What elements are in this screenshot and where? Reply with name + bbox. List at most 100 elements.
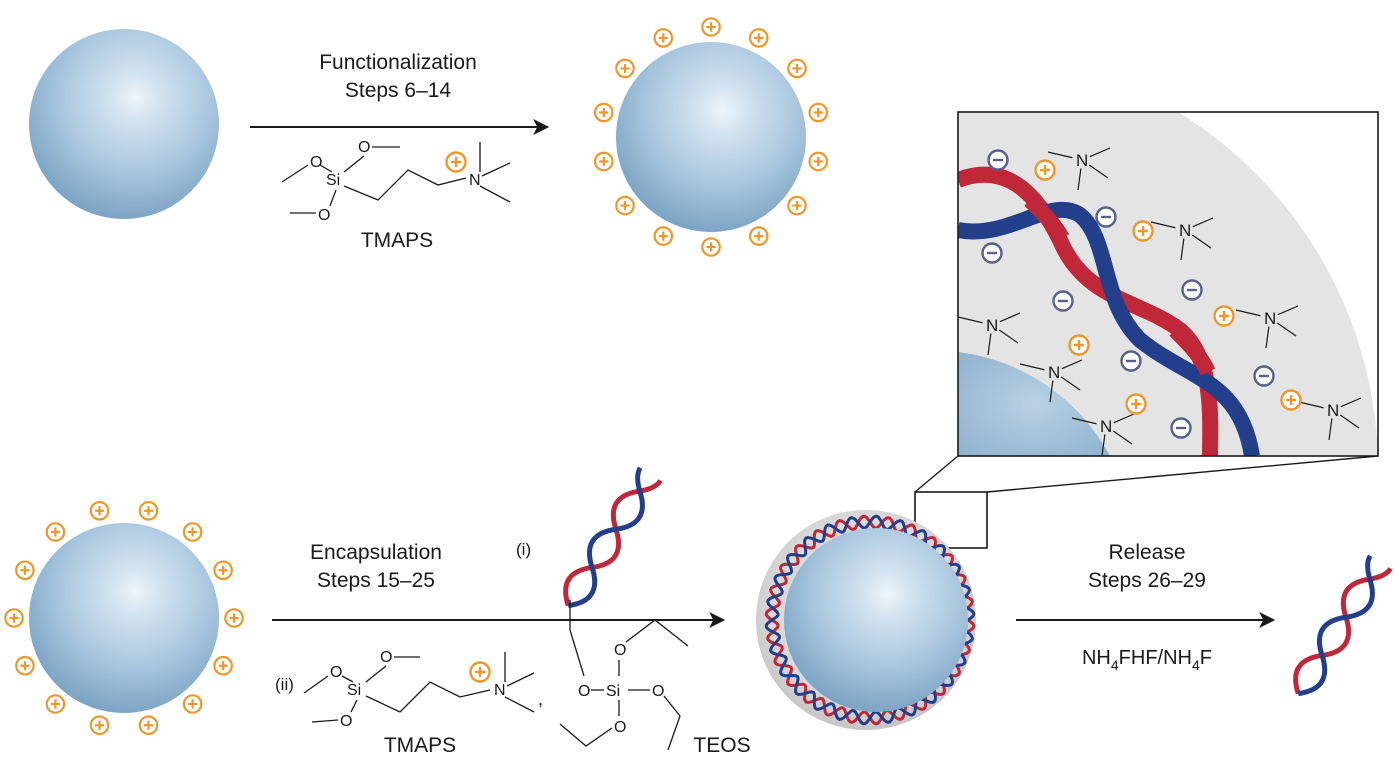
plus-charge-icon bbox=[787, 195, 807, 216]
plus-charge-icon bbox=[1280, 389, 1302, 411]
plus-charge-icon bbox=[748, 28, 769, 48]
bare-nanoparticle bbox=[29, 29, 219, 219]
plus-charge-icon bbox=[224, 608, 244, 628]
methyl-bond bbox=[1061, 359, 1083, 370]
minus-charge-icon bbox=[1120, 350, 1142, 372]
plus-charge-icon bbox=[138, 500, 159, 521]
tmaps-label-bottom: TMAPS bbox=[384, 734, 456, 757]
methyl-bond bbox=[1265, 326, 1270, 349]
methyl-bond bbox=[958, 316, 983, 324]
minus-charge-icon bbox=[1052, 290, 1074, 312]
minus-charge-icon bbox=[1181, 279, 1203, 301]
encapsulated-nanoparticle bbox=[756, 510, 976, 730]
methyl-bond bbox=[1191, 234, 1212, 249]
svg-text:O: O bbox=[578, 683, 590, 700]
plus-charge-icon bbox=[89, 500, 110, 521]
methyl-bond bbox=[987, 333, 992, 356]
svg-text:Si: Si bbox=[606, 683, 620, 700]
methyl-bond bbox=[1060, 376, 1081, 391]
tmaps-charge-icon bbox=[445, 151, 467, 173]
functionalized-nanoparticle bbox=[616, 42, 806, 232]
methyl-bond bbox=[1276, 322, 1297, 337]
methyl-bond bbox=[999, 312, 1021, 323]
svg-text:O: O bbox=[614, 719, 626, 736]
ammonium-nitrogen: N bbox=[1076, 151, 1088, 170]
methyl-bond bbox=[1071, 417, 1097, 425]
teos-label: TEOS bbox=[693, 734, 750, 757]
plus-charge-icon bbox=[213, 560, 233, 581]
functionalization-title: Functionalization bbox=[319, 51, 477, 74]
plus-charge-icon bbox=[4, 608, 24, 628]
plus-charge-icon bbox=[808, 151, 829, 172]
ammonium-nitrogen: N bbox=[1264, 309, 1276, 328]
svg-text:O: O bbox=[358, 139, 370, 156]
plus-charge-icon bbox=[1034, 159, 1056, 181]
plus-charge-icon bbox=[1132, 220, 1154, 242]
plus-charge-icon bbox=[182, 522, 203, 542]
methyl-bond bbox=[1180, 238, 1185, 261]
plus-charge-icon bbox=[593, 102, 614, 123]
ammonium-nitrogen: N bbox=[1048, 363, 1060, 382]
release-title: Release bbox=[1108, 541, 1185, 564]
methyl-bond bbox=[1150, 221, 1176, 229]
methyl-bond bbox=[1089, 147, 1111, 158]
svg-text:O: O bbox=[380, 649, 392, 666]
methyl-bond bbox=[1101, 434, 1106, 456]
charged-nanoparticle-bottom bbox=[29, 523, 219, 713]
zoom-dna-blue-strand bbox=[958, 201, 1260, 456]
ammonium-nitrogen: N bbox=[1179, 221, 1191, 240]
svg-text:,: , bbox=[538, 689, 543, 709]
plus-charge-icon bbox=[653, 226, 674, 246]
minus-charge-icon bbox=[1170, 417, 1192, 439]
plus-charge-icon bbox=[182, 694, 203, 714]
methyl-bond bbox=[1113, 413, 1135, 424]
svg-text:Si: Si bbox=[347, 682, 361, 699]
encapsulation-steps: Steps 15–25 bbox=[317, 569, 435, 592]
minus-charge-icon bbox=[1095, 206, 1117, 228]
svg-text:O: O bbox=[310, 154, 322, 171]
release-steps: Steps 26–29 bbox=[1088, 569, 1206, 592]
plus-charge-icon bbox=[615, 195, 635, 216]
svg-text:N: N bbox=[469, 172, 481, 189]
methyl-bond bbox=[1077, 168, 1082, 191]
released-dna-icon bbox=[1293, 554, 1393, 697]
plus-charge-icon bbox=[1213, 305, 1235, 327]
minus-charge-icon bbox=[987, 149, 1009, 171]
methyl-bond bbox=[998, 329, 1019, 344]
dna-helix-icon bbox=[563, 466, 663, 609]
methyl-bond bbox=[1049, 380, 1054, 403]
plus-charge-icon bbox=[701, 237, 721, 257]
svg-text:Si: Si bbox=[326, 172, 340, 189]
methyl-bond bbox=[1112, 430, 1133, 445]
svg-text:O: O bbox=[340, 713, 352, 730]
methyl-bond bbox=[1047, 151, 1073, 159]
encapsulated-core bbox=[784, 528, 968, 712]
plus-charge-icon bbox=[15, 655, 35, 676]
svg-text:O: O bbox=[318, 207, 330, 224]
methyl-bond bbox=[1298, 401, 1324, 409]
part-ii-label: (ii) bbox=[275, 675, 294, 694]
plus-charge-icon bbox=[1125, 393, 1147, 415]
svg-text:O: O bbox=[652, 683, 664, 700]
plus-charge-icon bbox=[701, 17, 721, 37]
svg-text:O: O bbox=[330, 664, 342, 681]
ammonium-nitrogen: N bbox=[1327, 401, 1339, 420]
tmaps-bottom-charge-icon bbox=[469, 661, 491, 683]
svg-text:O: O bbox=[614, 642, 626, 659]
particle-core-section bbox=[958, 352, 1110, 456]
methyl-bond bbox=[1088, 164, 1109, 179]
plus-charge-icon bbox=[653, 28, 674, 48]
methyl-bond bbox=[1192, 217, 1214, 228]
plus-charge-icon bbox=[787, 58, 807, 79]
part-i-label: (i) bbox=[516, 540, 531, 559]
plus-charge-icon bbox=[213, 655, 233, 676]
methyl-bond bbox=[1277, 305, 1299, 316]
release-reagent: NH4FHF/NH4F bbox=[1082, 647, 1212, 673]
methyl-bond bbox=[1328, 418, 1333, 441]
svg-text:N: N bbox=[494, 682, 506, 699]
plus-charge-icon bbox=[1068, 334, 1090, 356]
tmaps-label-top: TMAPS bbox=[361, 229, 433, 252]
methyl-bond bbox=[1339, 414, 1360, 429]
plus-charge-icon bbox=[45, 694, 66, 714]
